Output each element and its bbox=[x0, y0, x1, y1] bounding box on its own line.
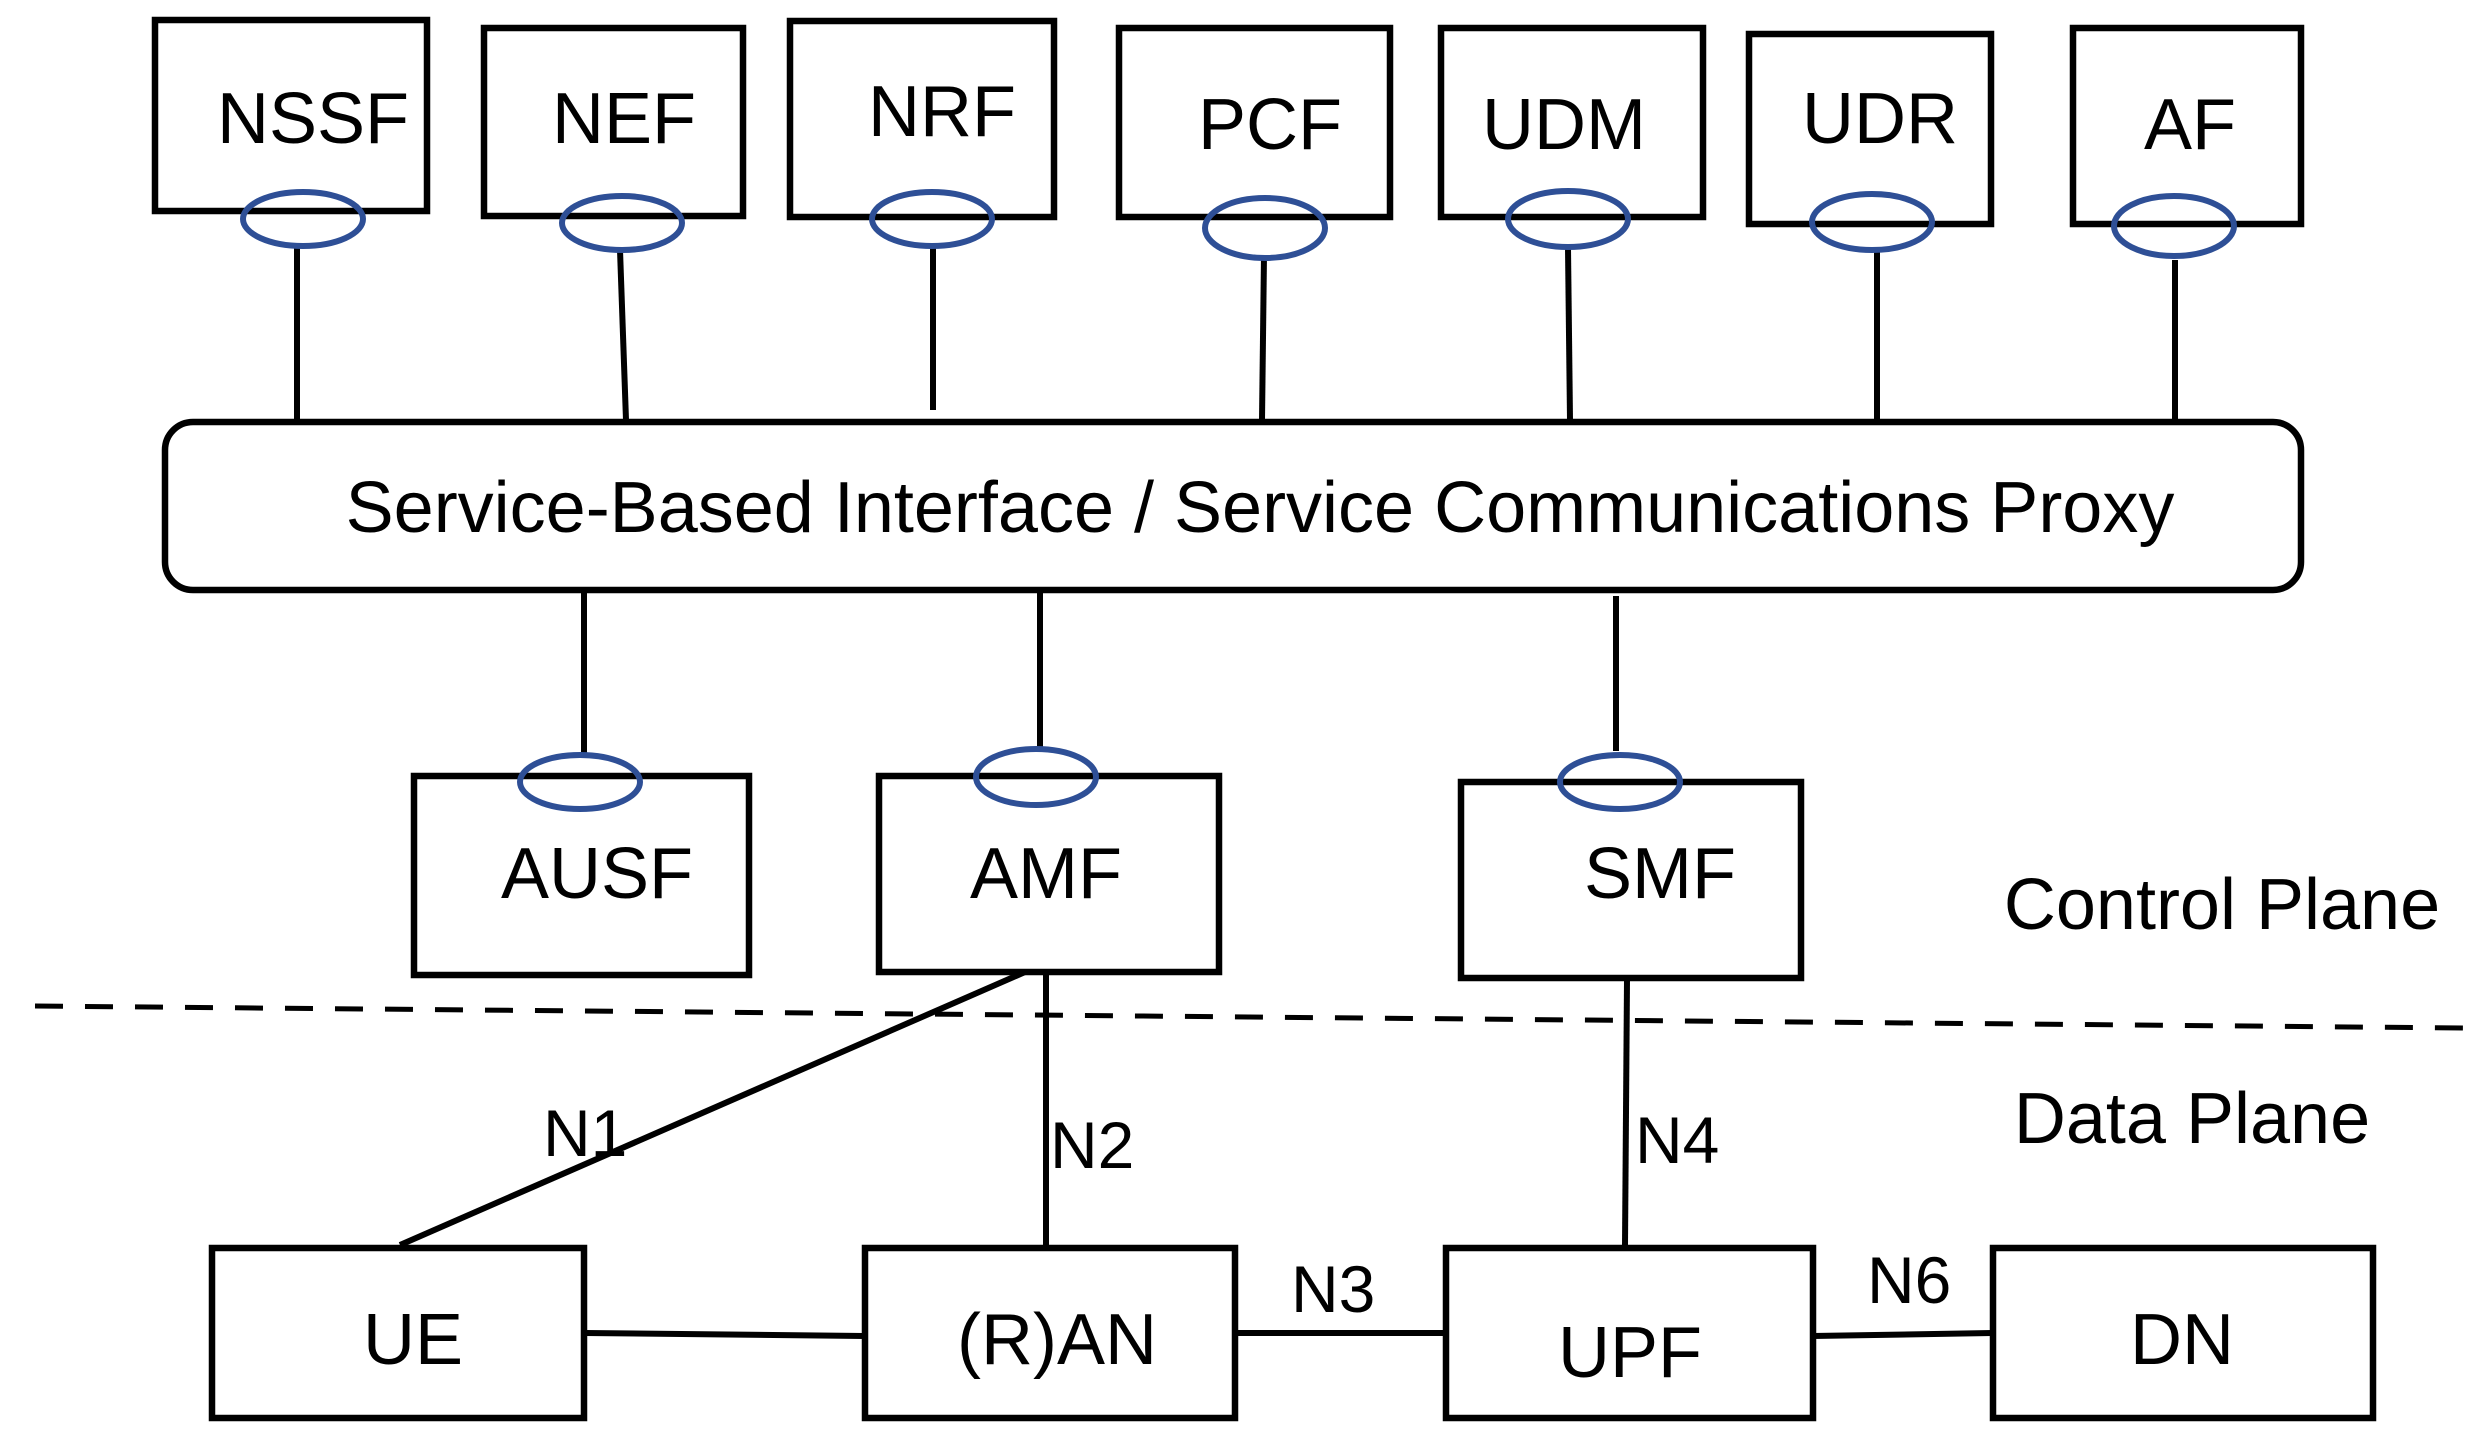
n1-link bbox=[398, 969, 1027, 1248]
nf-af-label: AF bbox=[2144, 85, 2236, 165]
ausf-interface-ellipse bbox=[517, 752, 643, 812]
nf-udr: UDR bbox=[1745, 30, 1995, 228]
nf-pcf: PCF bbox=[1115, 24, 1394, 221]
n6-link bbox=[1812, 1330, 1993, 1339]
nf-udm: UDM bbox=[1437, 24, 1707, 221]
n1-label: N1 bbox=[543, 1096, 627, 1170]
nf-udm-label: UDM bbox=[1482, 85, 1646, 165]
af-interface-ellipse bbox=[2111, 193, 2237, 259]
nf-nef-label: NEF bbox=[552, 79, 696, 159]
pcf-interface-ellipse bbox=[1202, 195, 1328, 261]
service-bus-label: Service-Based Interface / Service Commun… bbox=[346, 468, 2175, 548]
nf-dn: DN bbox=[1989, 1244, 2377, 1422]
n2-label: N2 bbox=[1050, 1108, 1134, 1182]
nf-udr-label: UDR bbox=[1802, 79, 1958, 159]
nf-nssf-label: NSSF bbox=[217, 79, 409, 159]
udm-interface-ellipse bbox=[1505, 188, 1631, 250]
nf-pcf-label: PCF bbox=[1198, 85, 1342, 165]
nf-nrf-label: NRF bbox=[868, 72, 1016, 152]
nf-amf-label: AMF bbox=[970, 834, 1122, 914]
nssf-interface-ellipse bbox=[240, 189, 366, 249]
n3-label: N3 bbox=[1291, 1252, 1375, 1326]
nf-ue: UE bbox=[208, 1244, 588, 1422]
control-plane-label: Control Plane bbox=[2004, 865, 2440, 945]
plane-divider bbox=[34, 1003, 2466, 1031]
nf-dn-label: DN bbox=[2130, 1300, 2234, 1380]
service-bus: Service-Based Interface / Service Commun… bbox=[161, 418, 2305, 594]
nef-interface-ellipse bbox=[559, 193, 685, 253]
nf-upf-label: UPF bbox=[1558, 1313, 1702, 1393]
nf-smf-label: SMF bbox=[1584, 834, 1736, 914]
nf-ue-label: UE bbox=[363, 1300, 463, 1380]
amf-interface-ellipse bbox=[973, 746, 1099, 808]
nf-amf: AMF bbox=[875, 772, 1223, 976]
smf-interface-ellipse bbox=[1557, 752, 1683, 812]
nf-nef: NEF bbox=[480, 24, 747, 220]
data-plane-label: Data Plane bbox=[2014, 1079, 2370, 1159]
nf-ausf-label: AUSF bbox=[501, 834, 693, 914]
nef-bus-link bbox=[617, 249, 629, 421]
nrf-interface-ellipse bbox=[869, 189, 995, 249]
pcf-bus-link bbox=[1259, 254, 1267, 421]
udm-bus-link bbox=[1565, 247, 1573, 421]
service-interface-ellipses bbox=[240, 188, 2237, 812]
nf-af: AF bbox=[2069, 24, 2305, 228]
n4-label: N4 bbox=[1635, 1103, 1719, 1177]
nf-smf: SMF bbox=[1457, 778, 1805, 982]
nf-ausf: AUSF bbox=[410, 772, 753, 979]
nf-upf: UPF bbox=[1442, 1244, 1817, 1422]
ue-ran-link bbox=[584, 1330, 865, 1339]
n6-label: N6 bbox=[1867, 1243, 1951, 1317]
udr-interface-ellipse bbox=[1809, 191, 1935, 253]
n4-link bbox=[1622, 979, 1630, 1246]
nf-ran-label: (R)AN bbox=[957, 1300, 1157, 1380]
nf-ran: (R)AN bbox=[861, 1244, 1239, 1422]
nf-nssf: NSSF bbox=[151, 16, 431, 215]
nf-nrf: NRF bbox=[786, 17, 1058, 221]
